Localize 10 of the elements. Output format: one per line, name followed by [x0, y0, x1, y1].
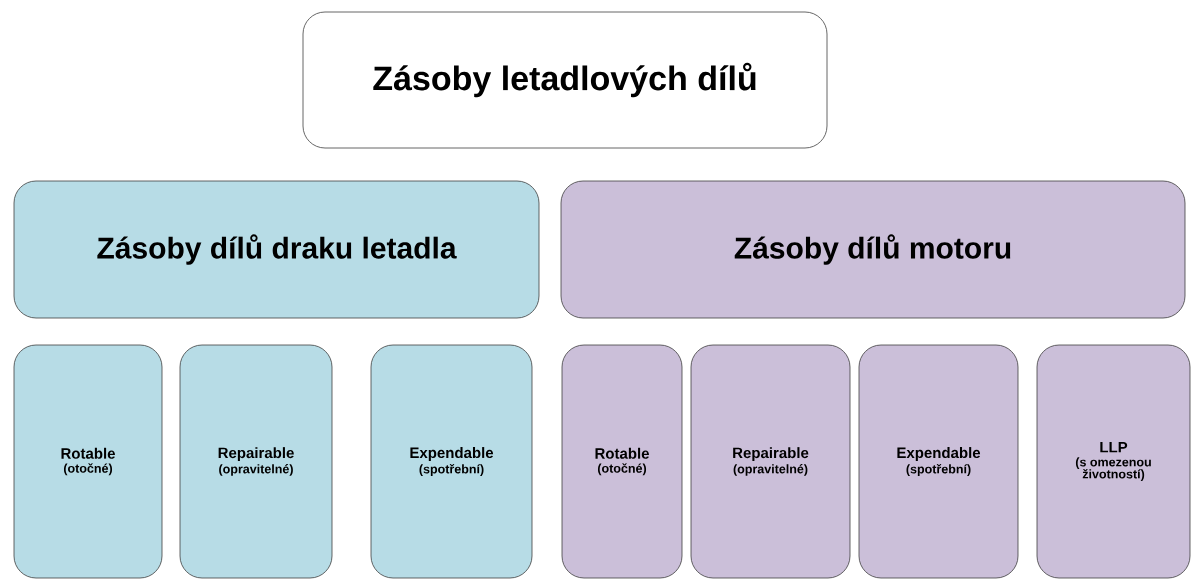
type-box: LLP (s omezenou životností): [1036, 344, 1191, 579]
type-box: Rotable (otočné): [13, 344, 163, 579]
category-box: Zásoby dílů motoru: [560, 180, 1186, 319]
type-box: Rotable (otočné): [561, 344, 683, 579]
type-box: Expendable (spotřební): [370, 344, 533, 579]
category-box: Zásoby dílů draku letadla: [13, 180, 540, 319]
type-box: Repairable (opravitelné): [179, 344, 333, 579]
root-box: Zásoby letadlových dílů: [302, 11, 828, 149]
type-box: Expendable (spotřební): [858, 344, 1019, 579]
type-box: Repairable (opravitelné): [690, 344, 851, 579]
